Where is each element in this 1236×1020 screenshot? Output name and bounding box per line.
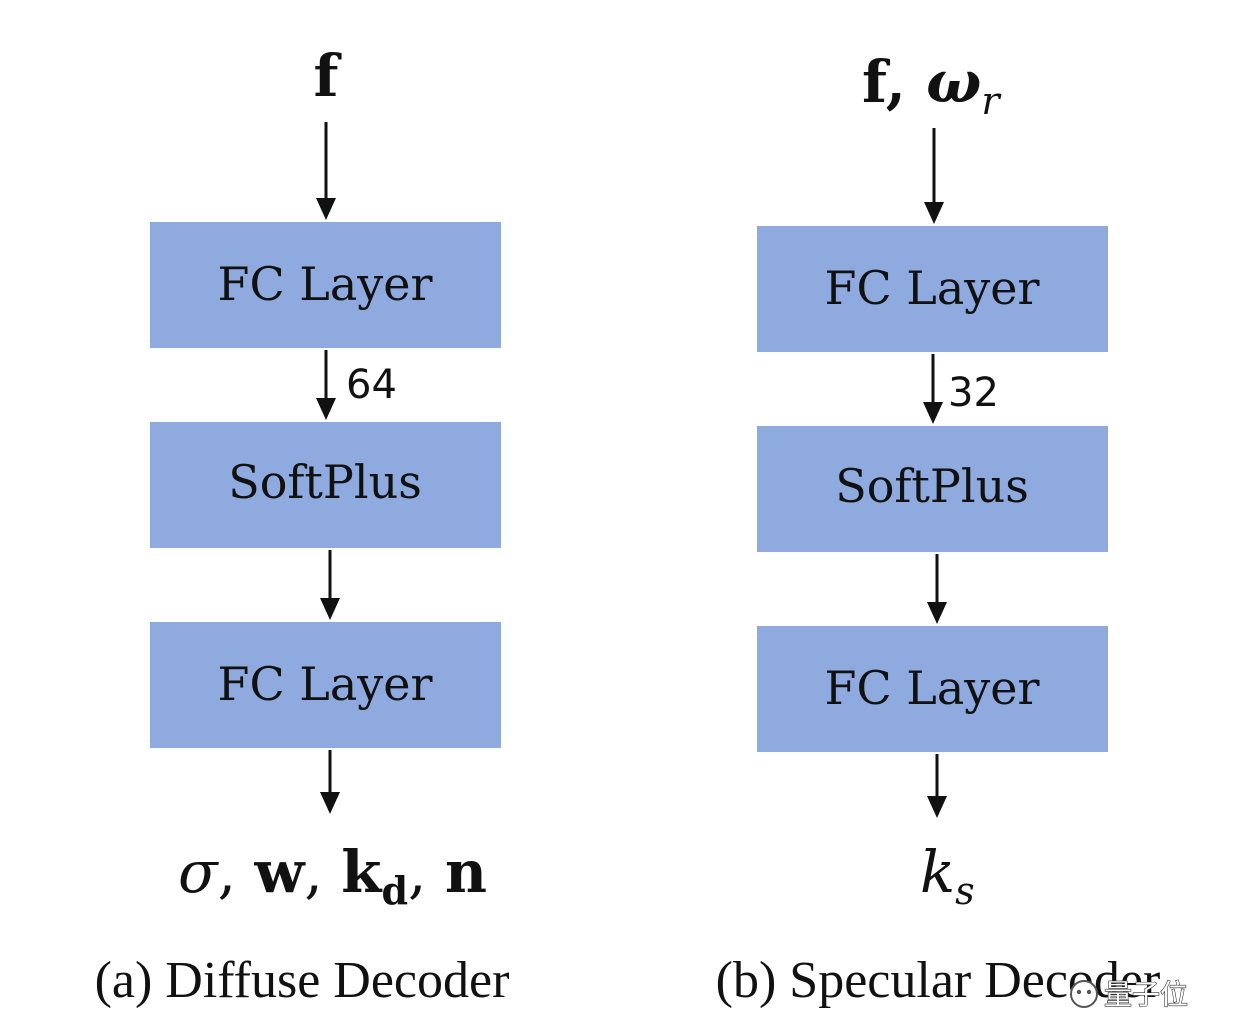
diffuse-fc-layer-1-label: FC Layer [218, 257, 433, 311]
specular-input: f, ωr [862, 48, 1002, 123]
diffuse-softplus: SoftPlus [150, 422, 501, 548]
diffuse-arrow-hidden [316, 350, 336, 420]
specular-arrow-output [927, 754, 947, 818]
specular-softplus: SoftPlus [757, 426, 1108, 552]
diffuse-fc-layer-2-label: FC Layer [218, 657, 433, 711]
diffuse-output: σ, w, kd, n [178, 838, 487, 913]
watermark: 量子位 [1070, 977, 1189, 1012]
specular-fc-layer-1-label: FC Layer [825, 261, 1040, 315]
diffuse-hidden-dim: 64 [346, 362, 397, 408]
diffuse-arrow-input [316, 122, 336, 220]
specular-fc-layer-2: FC Layer [757, 626, 1108, 752]
watermark-text: 量子位 [1104, 978, 1188, 1011]
specular-arrow-input [924, 128, 944, 224]
diffuse-input-f: f [314, 42, 343, 110]
specular-fc-layer-2-label: FC Layer [825, 661, 1040, 715]
specular-arrow-mid [927, 554, 947, 624]
watermark-logo-icon [1070, 980, 1098, 1008]
specular-fc-layer-1: FC Layer [757, 226, 1108, 352]
diffuse-caption: (a) Diffuse Decoder [95, 952, 510, 1009]
specular-hidden-dim: 32 [948, 370, 999, 416]
specular-output: ks [920, 838, 975, 913]
diffuse-arrow-output [320, 750, 340, 814]
diffuse-fc-layer-2: FC Layer [150, 622, 501, 748]
diffuse-arrow-mid [320, 550, 340, 620]
specular-decoder-panel: f, ωr FC Layer 32 SoftPlus [716, 48, 1161, 1009]
diffuse-softplus-label: SoftPlus [228, 455, 422, 509]
specular-softplus-label: SoftPlus [835, 459, 1029, 513]
diffuse-fc-layer-1: FC Layer [150, 222, 501, 348]
diffuse-decoder-panel: f FC Layer 64 SoftPlus F [95, 42, 510, 1009]
specular-arrow-hidden [923, 354, 943, 424]
